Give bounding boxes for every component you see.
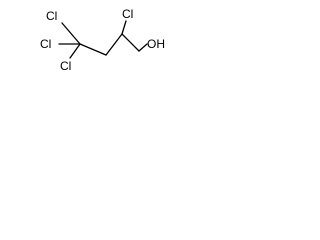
cl-middle-left-label: Cl <box>40 37 51 51</box>
cl-top-left-label: Cl <box>46 9 57 23</box>
bond-c2-c3 <box>105 33 123 56</box>
bond-c1-cl-top-left <box>61 22 81 45</box>
bond-c1-cl-bottom-left <box>69 43 81 59</box>
bond-c3-cl-top-right <box>121 20 127 35</box>
cl-top-right-label: Cl <box>122 7 133 21</box>
bond-c3-c4 <box>121 33 140 52</box>
structural-formula: Cl Cl Cl Cl OH <box>40 7 165 73</box>
hydroxyl-label: OH <box>147 37 165 51</box>
cl-bottom-left-label: Cl <box>60 59 71 73</box>
bond-c1-c2 <box>79 43 107 56</box>
bond-c4-oh <box>138 43 148 52</box>
